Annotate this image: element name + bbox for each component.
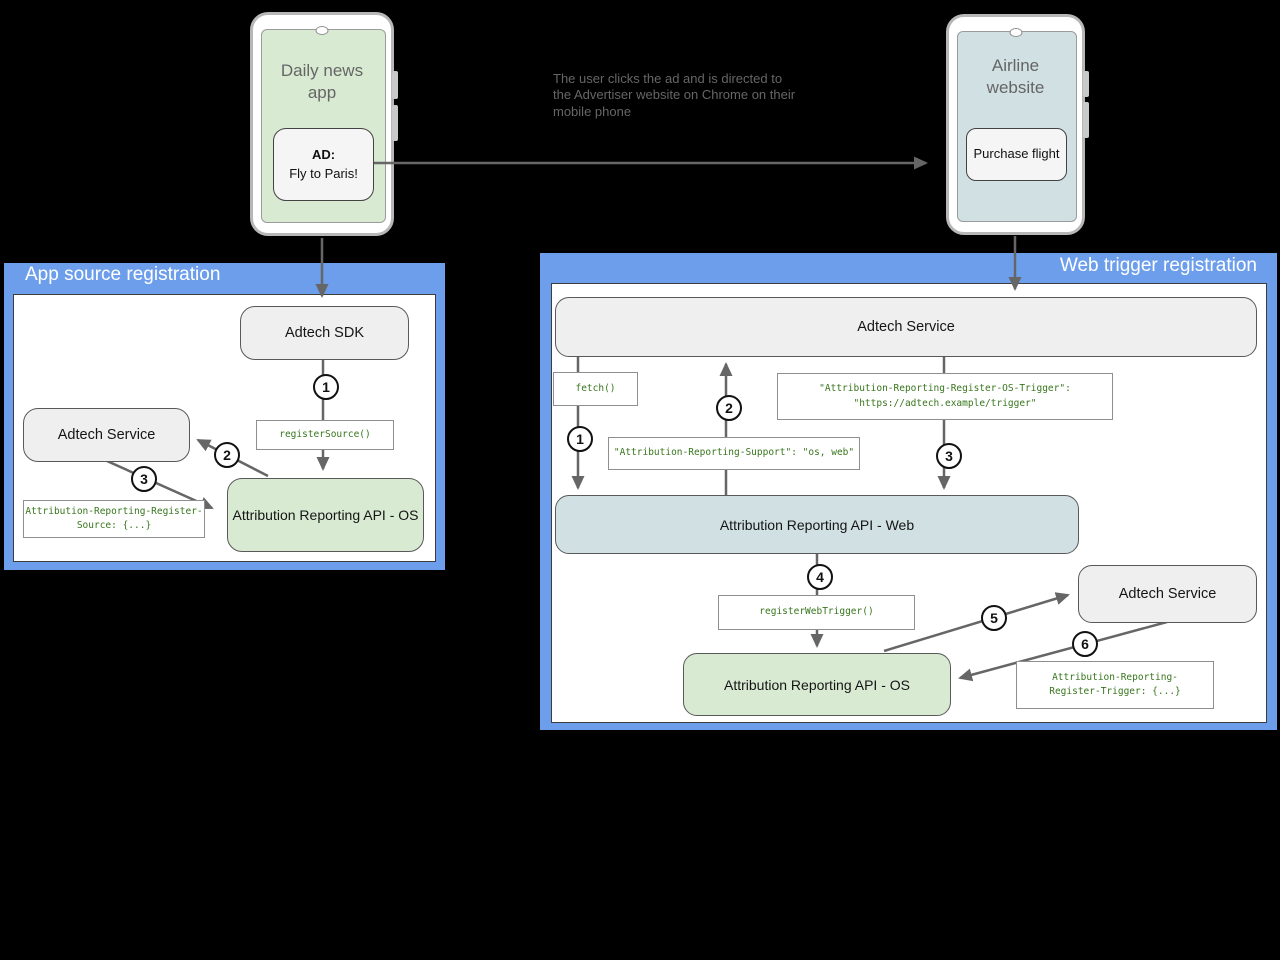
airline-phone: Airline website Purchase flight [946, 14, 1089, 235]
web-step-5-number: 5 [990, 610, 998, 626]
purchase-flight-card: Purchase flight [966, 128, 1067, 181]
ad-card: AD: Fly to Paris! [273, 128, 374, 201]
register-web-trigger-code: registerWebTrigger() [759, 606, 874, 618]
step-3-number: 3 [140, 471, 148, 487]
register-source-code: registerSource() [279, 428, 371, 440]
register-os-trigger-line1: "Attribution-Reporting-Register-OS-Trigg… [819, 383, 1071, 395]
register-os-trigger-line2: "https://adtech.example/trigger" [853, 397, 1037, 409]
register-source-codebox: registerSource() [256, 420, 394, 450]
adtech-sdk-box: Adtech SDK [240, 306, 409, 360]
power-button-icon [1083, 102, 1089, 138]
register-web-trigger-codebox: registerWebTrigger() [718, 595, 915, 630]
camera-icon [1009, 28, 1022, 37]
step-1-number: 1 [322, 379, 330, 395]
web-step-3-circle: 3 [936, 443, 962, 469]
power-button-icon [392, 105, 398, 141]
step-1-circle: 1 [313, 374, 339, 400]
attribution-api-web-box: Attribution Reporting API - Web [555, 495, 1079, 554]
attribution-api-web-label: Attribution Reporting API - Web [719, 516, 915, 533]
adtech-sdk-label: Adtech SDK [285, 325, 364, 341]
web-step-2-circle: 2 [716, 395, 742, 421]
fetch-code: fetch() [575, 382, 616, 394]
airline-app-name: Airline website [986, 56, 1045, 98]
volume-button-icon [392, 71, 398, 99]
airline-screen [957, 31, 1077, 222]
camera-icon [315, 26, 329, 35]
adtech-service-label: Adtech Service [57, 427, 156, 443]
web-step-4-circle: 4 [807, 564, 833, 590]
attribution-api-os-box-right: Attribution Reporting API - OS [683, 653, 951, 716]
volume-button-icon [1083, 71, 1089, 97]
attribution-api-os-label: Attribution Reporting API - OS [232, 507, 419, 523]
register-os-trigger-codebox: "Attribution-Reporting-Register-OS-Trigg… [777, 373, 1113, 420]
fetch-codebox: fetch() [553, 372, 638, 406]
ad-title: AD: [311, 146, 336, 162]
register-trigger-line1: Attribution-Reporting- [1052, 671, 1178, 683]
adtech-service-box-top: Adtech Service [555, 297, 1257, 357]
web-step-1-number: 1 [576, 431, 584, 447]
support-header-code: "Attribution-Reporting-Support": "os, we… [613, 447, 855, 459]
register-trigger-codebox: Attribution-Reporting- Register-Trigger:… [1016, 661, 1214, 709]
step-3-circle: 3 [131, 466, 157, 492]
register-trigger-line2: Register-Trigger: {...} [1049, 686, 1181, 697]
adtech-service-right-label: Adtech Service [1118, 586, 1217, 602]
web-step-6-circle: 6 [1072, 631, 1098, 657]
adtech-service-box-left: Adtech Service [23, 408, 190, 462]
adtech-service-box-right: Adtech Service [1078, 565, 1257, 623]
step-2-circle: 2 [214, 442, 240, 468]
web-step-6-number: 6 [1081, 636, 1089, 652]
web-step-3-number: 3 [945, 448, 953, 464]
web-step-4-number: 4 [816, 569, 824, 585]
app-source-registration-title: App source registration [25, 264, 221, 285]
register-source-header-line1: Attribution-Reporting-Register- [25, 505, 203, 517]
register-source-header-codebox: Attribution-Reporting-Register- Source: … [23, 500, 205, 538]
attribution-api-os-box-left: Attribution Reporting API - OS [227, 478, 424, 552]
register-source-header-line2: Source: {...} [76, 520, 152, 531]
daily-news-app-name: Daily news app [280, 61, 364, 103]
ad-body: Fly to Paris! [289, 165, 358, 181]
web-step-1-circle: 1 [567, 426, 593, 452]
user-click-annotation: The user clicks the ad and is directed t… [553, 71, 796, 119]
attribution-api-os-right-label: Attribution Reporting API - OS [724, 676, 910, 693]
purchase-flight-label: Purchase flight [973, 146, 1060, 162]
support-header-codebox: "Attribution-Reporting-Support": "os, we… [608, 437, 860, 470]
step-2-number: 2 [223, 447, 231, 463]
daily-news-phone: Daily news app AD: Fly to Paris! [250, 12, 398, 236]
web-trigger-registration-title: Web trigger registration [1059, 255, 1257, 276]
adtech-service-top-label: Adtech Service [857, 319, 955, 335]
web-step-5-circle: 5 [981, 605, 1007, 631]
web-step-2-number: 2 [725, 400, 733, 416]
